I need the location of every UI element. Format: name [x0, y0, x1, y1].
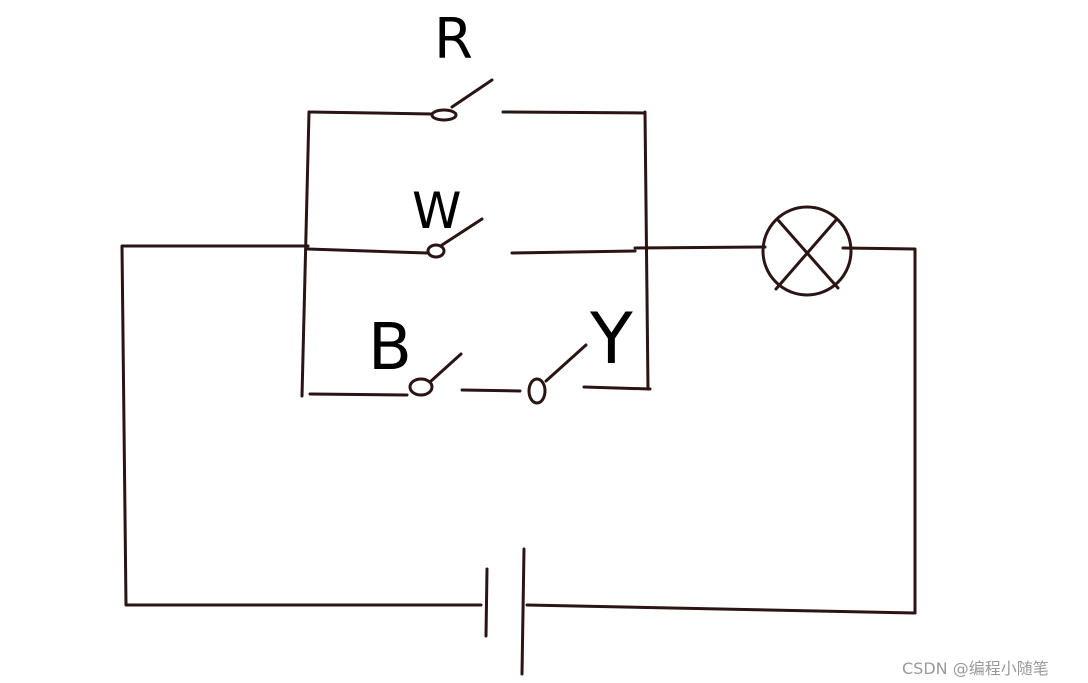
lamp-symbol — [761, 205, 853, 297]
switch-w-lever — [440, 217, 484, 247]
switch-y-label: Y — [590, 298, 633, 380]
switch-b-label: B — [368, 311, 412, 385]
switch-y-contact — [527, 377, 547, 405]
switch-r-lever — [450, 78, 494, 109]
branch-r-left-wire — [307, 110, 434, 116]
left-bus-wire — [300, 110, 311, 398]
battery-long-plate — [520, 547, 526, 676]
switch-w-contact — [426, 243, 446, 259]
branch-by-left-wire — [308, 392, 409, 397]
lamp-circle — [761, 205, 853, 297]
switch-b-lever — [428, 352, 463, 384]
csdn-watermark: CSDN @编程小随笔 — [902, 659, 1049, 678]
branch-by-right-wire — [582, 385, 652, 391]
switch-r-contact — [430, 108, 458, 122]
branch-r-right-wire — [501, 110, 647, 115]
branch-w-left-wire — [306, 247, 429, 255]
lamp-feed-wire — [633, 245, 767, 250]
right-main-wire — [525, 246, 917, 615]
switch-w-label: W — [412, 182, 462, 240]
left-main-wire — [120, 244, 483, 607]
lamp-cross-b — [774, 218, 838, 291]
branch-w-right-wire — [510, 249, 637, 255]
switch-b-contact — [408, 377, 434, 397]
branch-w — [306, 217, 637, 259]
switch-r-label: R — [434, 7, 473, 72]
branch-by — [308, 343, 652, 405]
battery-symbol — [484, 547, 526, 676]
right-bus-wire — [643, 110, 650, 391]
switch-y-lever — [544, 343, 588, 383]
battery-short-plate — [484, 567, 489, 638]
parallel-block — [300, 110, 650, 398]
branch-r — [307, 78, 647, 122]
branch-by-middle-wire — [460, 388, 522, 393]
main-loop — [120, 244, 917, 615]
